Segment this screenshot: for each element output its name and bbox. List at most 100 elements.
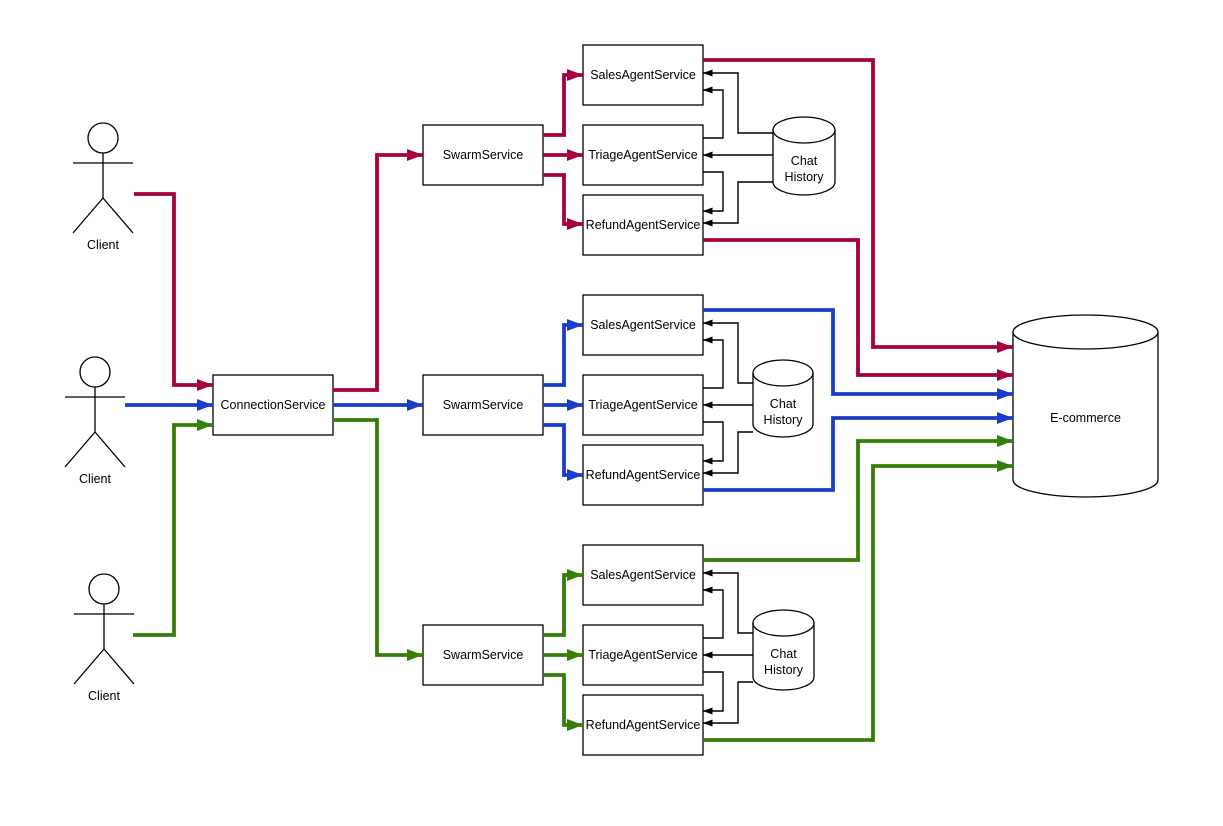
edge-chat-to-sales-top <box>703 69 773 134</box>
refund-agent-service-middle-rect <box>582 444 704 506</box>
actor-head <box>87 122 119 154</box>
client-label: Client <box>79 472 111 486</box>
edge-chat-to-sales-middle <box>703 319 753 384</box>
edge-sales-top-to-ecommerce <box>703 58 1013 353</box>
actor-head <box>88 573 120 605</box>
refund-agent-service-top-rect <box>582 194 704 256</box>
edges-layer <box>125 58 1013 742</box>
swarm-service-bottom-box: SwarmService <box>422 624 544 686</box>
client-actor: Client <box>64 356 126 486</box>
edge-chat-to-refund-middle <box>703 431 753 477</box>
sales-agent-service-middle-rect <box>582 294 704 356</box>
actor-leg-right <box>102 197 134 234</box>
actor-leg-left <box>73 648 105 685</box>
edge-refund-middle-to-ecommerce <box>703 412 1013 492</box>
refund-agent-service-top-label: RefundAgentService <box>586 218 701 232</box>
sales-agent-service-bottom-label: SalesAgentService <box>590 568 696 582</box>
swarm-service-bottom-label: SwarmService <box>443 648 524 662</box>
edge-triage-to-refund-middle <box>703 421 724 465</box>
edge-swarm-top-to-sales <box>543 69 583 137</box>
triage-agent-service-middle-box: TriageAgentService <box>582 374 704 436</box>
triage-agent-service-bottom-rect <box>582 624 704 686</box>
sales-agent-service-middle-label: SalesAgentService <box>590 318 696 332</box>
client-actor: Client <box>72 122 134 252</box>
actor-leg-right <box>94 431 126 468</box>
edge-refund-top-to-ecommerce <box>703 238 1013 381</box>
chat-history-bottom-body <box>752 609 815 691</box>
edge-swarm-bottom-to-refund <box>543 673 583 731</box>
edge-triage-to-sales-middle <box>703 336 724 389</box>
actor-leg-right <box>103 648 135 685</box>
connection-service-box: ConnectionService <box>212 374 334 436</box>
swarm-service-middle-label: SwarmService <box>443 398 524 412</box>
sales-agent-service-top-rect <box>582 44 704 106</box>
triage-agent-service-top-rect <box>582 124 704 186</box>
refund-agent-service-bottom-box: RefundAgentService <box>582 694 704 756</box>
edge-sales-bottom-to-ecommerce <box>703 435 1013 562</box>
sales-agent-service-middle-box: SalesAgentService <box>582 294 704 356</box>
refund-agent-service-middle-label: RefundAgentService <box>586 468 701 482</box>
e-commerce-db-label-line: E-commerce <box>1050 411 1121 425</box>
triage-agent-service-bottom-box: TriageAgentService <box>582 624 704 686</box>
edge-sales-middle-to-ecommerce <box>703 308 1013 400</box>
edge-refund-bottom-to-ecommerce <box>703 460 1013 742</box>
swarm-service-top-label: SwarmService <box>443 148 524 162</box>
edge-client-top-to-connection <box>134 192 213 391</box>
chat-history-middle-label-line: History <box>764 413 804 427</box>
swarm-service-bottom-rect <box>422 624 544 686</box>
chat-history-middle-label-line: Chat <box>770 397 797 411</box>
actor-leg-left <box>72 197 104 234</box>
e-commerce-db-body <box>1012 314 1159 498</box>
triage-agent-service-top-label: TriageAgentService <box>588 148 697 162</box>
edge-triage-to-refund-top <box>703 171 724 215</box>
client-label: Client <box>87 238 119 252</box>
triage-agent-service-middle-rect <box>582 374 704 436</box>
sales-agent-service-bottom-box: SalesAgentService <box>582 544 704 606</box>
chat-history-bottom-top-arc <box>752 622 815 637</box>
edge-connection-to-swarm-bottom <box>333 418 423 661</box>
edge-connection-to-swarm-top <box>333 149 423 392</box>
sales-agent-service-bottom-rect <box>582 544 704 606</box>
client-label: Client <box>88 689 120 703</box>
connection-service-rect <box>212 374 334 436</box>
refund-agent-service-bottom-label: RefundAgentService <box>586 718 701 732</box>
swarm-service-top-box: SwarmService <box>422 124 544 186</box>
refund-agent-service-top-box: RefundAgentService <box>582 194 704 256</box>
triage-agent-service-middle-label: TriageAgentService <box>588 398 697 412</box>
actor-head <box>79 356 111 388</box>
refund-agent-service-bottom-rect <box>582 694 704 756</box>
actor-leg-left <box>64 431 96 468</box>
sales-agent-service-top-label: SalesAgentService <box>590 68 696 82</box>
edge-chat-to-sales-bottom <box>703 569 753 634</box>
e-commerce-db-cylinder: E-commerce <box>1012 314 1159 498</box>
chat-history-middle-body <box>752 359 814 438</box>
edge-swarm-middle-to-refund <box>543 423 583 481</box>
edge-chat-to-refund-top <box>703 181 773 227</box>
edge-chat-to-refund-bottom <box>703 681 753 727</box>
edge-triage-to-refund-bottom <box>703 671 724 715</box>
chat-history-bottom-label-line: Chat <box>770 647 797 661</box>
edge-swarm-middle-to-sales <box>543 319 583 387</box>
sales-agent-service-top-box: SalesAgentService <box>582 44 704 106</box>
edge-swarm-bottom-to-sales <box>543 569 583 637</box>
chat-history-top-label-line: History <box>785 170 825 184</box>
connection-service-label: ConnectionService <box>221 398 326 412</box>
chat-history-bottom-label-line: History <box>764 663 804 677</box>
edge-triage-to-sales-top <box>703 86 724 139</box>
e-commerce-db-top-arc <box>1012 331 1159 350</box>
refund-agent-service-middle-box: RefundAgentService <box>582 444 704 506</box>
edge-triage-to-sales-bottom <box>703 586 724 639</box>
triage-agent-service-bottom-label: TriageAgentService <box>588 648 697 662</box>
chat-history-top-body <box>772 116 836 196</box>
chat-history-top-label-line: Chat <box>791 154 818 168</box>
chat-history-middle-top-arc <box>752 372 814 387</box>
edge-swarm-top-to-refund <box>543 173 583 230</box>
triage-agent-service-top-box: TriageAgentService <box>582 124 704 186</box>
swarm-service-middle-box: SwarmService <box>422 374 544 436</box>
chat-history-top-top-arc <box>772 129 836 144</box>
